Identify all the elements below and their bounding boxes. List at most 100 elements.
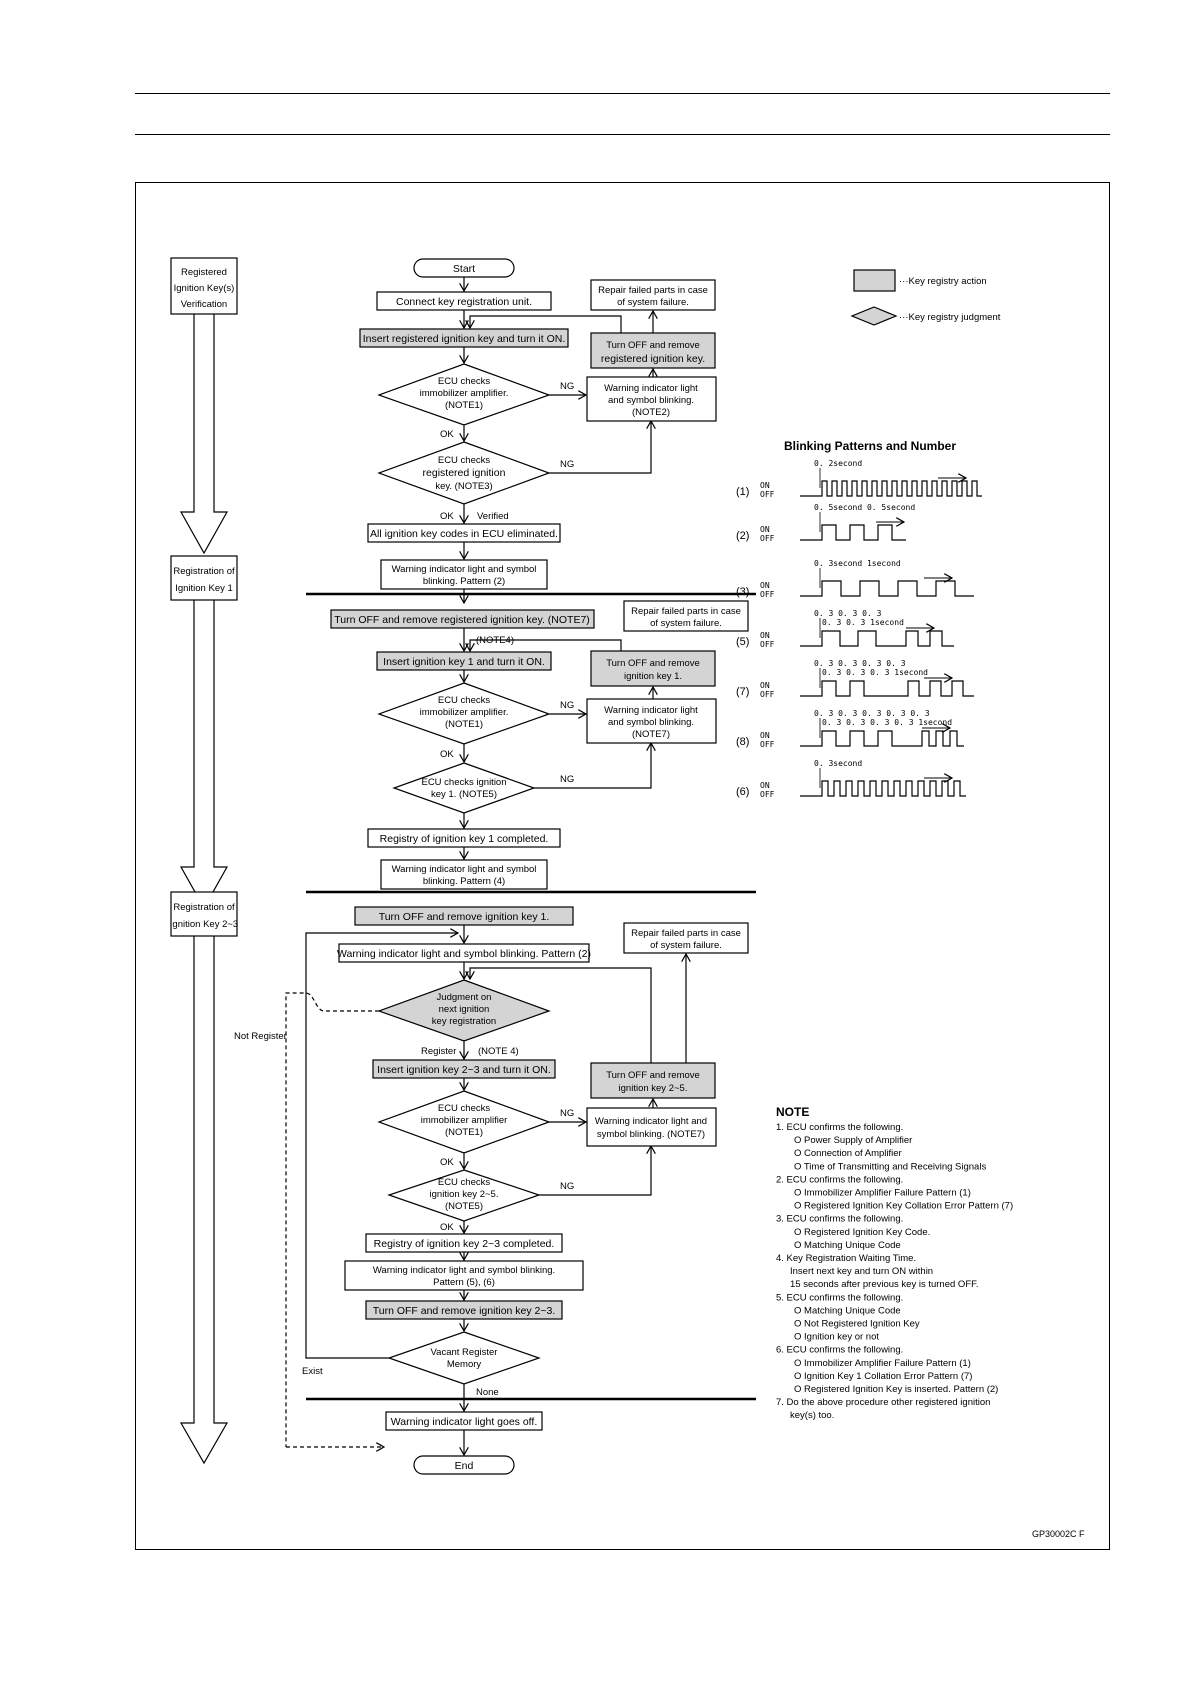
notes: NOTE 1. ECU confirms the following. O Pow… (776, 1105, 1013, 1421)
blink-timing-text: 0. 3 0. 3 0. 3 (814, 609, 882, 618)
s2-d2-line2: key 1. (NOTE5) (431, 789, 497, 800)
blink-timing-text: 0. 3 0. 3 0. 3 1second (822, 668, 928, 677)
phase-key1-line2: Ignition Key 1 (175, 583, 233, 594)
exist-label: Exist (302, 1366, 323, 1377)
warning-note7-box (586, 698, 717, 744)
repair-3-line2: of system failure. (650, 940, 722, 951)
not-register-label: Not Register (234, 1031, 287, 1042)
check-key1-decision (392, 762, 536, 814)
notes-title: NOTE (776, 1105, 809, 1119)
vacant-line1: Vacant Register (431, 1347, 498, 1358)
note-line: 3. ECU confirms the following. (776, 1214, 903, 1225)
turnoff-registered-key-box (590, 332, 716, 369)
s2-d1-line2: immobilizer amplifier. (420, 707, 509, 718)
blink-pattern56-line1: Warning indicator light and symbol blink… (373, 1265, 555, 1276)
note-line: 1. ECU confirms the following. (776, 1122, 903, 1133)
light-goes-off-label: Warning indicator light goes off. (391, 1416, 538, 1428)
note-line: 15 seconds after previous key is turned … (790, 1279, 979, 1290)
legend-judgment-label: ···Key registry judgment (899, 312, 1001, 323)
repair-2-line1: Repair failed parts in case (631, 606, 741, 617)
warning-note7-box-2 (586, 1107, 717, 1147)
start-label: Start (453, 263, 475, 275)
blink-pattern-label: (5) (736, 636, 749, 648)
blink-off-label: OFF (760, 490, 775, 499)
header-rule-bottom (135, 134, 1110, 135)
blink-timing-text: 0. 3 0. 3 0. 3 0. 3 1second (822, 718, 952, 727)
phase-box-key1 (170, 555, 238, 601)
blink-timing-text: 0. 3 0. 3 0. 3 0. 3 0. 3 (814, 709, 930, 718)
warn-note2-line1: Warning indicator light (604, 383, 698, 394)
note-line: 2. ECU confirms the following. (776, 1174, 903, 1185)
phase-verification-line2: Ignition Key(s) (174, 283, 235, 294)
warn-note2-line3: (NOTE2) (632, 407, 670, 418)
blink-pattern-label: (7) (736, 686, 749, 698)
section-key1: Turn OFF and remove registered ignition … (330, 600, 749, 890)
end-terminal (413, 1455, 515, 1475)
note-line: O Matching Unique Code (794, 1240, 901, 1251)
s3-d1-line1: ECU checks (438, 1103, 491, 1114)
header-rule-top (135, 93, 1110, 94)
note-line: O Ignition Key 1 Collation Error Pattern… (794, 1371, 972, 1382)
ok-label-3: OK (440, 749, 454, 760)
legend-judgment-swatch (850, 306, 898, 326)
repair-3-line1: Repair failed parts in case (631, 928, 741, 939)
s2-d1-line3: (NOTE1) (445, 719, 483, 730)
blink-off-label: OFF (760, 690, 775, 699)
blink-pattern4-box (380, 859, 548, 890)
warn-note7-line1: Warning indicator light (604, 705, 698, 716)
blink-waveform (800, 580, 974, 597)
insert-registered-key-label: Insert registered ignition key and turn … (363, 333, 566, 345)
ng-label-3: NG (560, 700, 574, 711)
turnoff-key1-box (590, 650, 716, 687)
blink-on-label: ON (760, 525, 770, 534)
s3-d2-line2: ignition key 2~5. (430, 1189, 499, 1200)
ng-label-1: NG (560, 381, 574, 392)
phase-key1-line1: Registration of (173, 566, 235, 577)
note-line: O Time of Transmitting and Receiving Sig… (794, 1161, 986, 1172)
judge-line3: key registration (432, 1016, 496, 1027)
note-line: 5. ECU confirms the following. (776, 1292, 903, 1303)
insert-key23-label: Insert ignition key 2~3 and turn it ON. (377, 1064, 551, 1076)
d2-line3: key. (NOTE3) (435, 481, 492, 492)
key23-completed-label: Registry of ignition key 2~3 completed. (374, 1238, 555, 1250)
turnoff-key1-line2: ignition key 1. (624, 671, 682, 682)
turnoff-key23-label: Turn OFF and remove ignition key 2~3. (373, 1305, 556, 1317)
note4-label-2: (NOTE 4) (478, 1046, 519, 1057)
note-line: O Not Registered Ignition Key (794, 1319, 920, 1330)
turnoff-key25-line2: ignition key 2~5. (619, 1083, 688, 1094)
note-line: O Immobilizer Amplifier Failure Pattern … (794, 1358, 971, 1369)
note-line: Insert next key and turn ON within (790, 1266, 933, 1277)
d2-line2: registered ignition (423, 467, 506, 479)
ok-label-2: OK (440, 511, 454, 522)
blink-on-label: ON (760, 631, 770, 640)
blink-on-label: ON (760, 681, 770, 690)
phase-arrow-3 (179, 936, 229, 1465)
blink-title: Blinking Patterns and Number (784, 439, 956, 453)
blink-waveform (800, 780, 966, 797)
note-line: O Connection of Amplifier (794, 1148, 902, 1159)
blink-off-label: OFF (760, 740, 775, 749)
phase-box-verification (170, 257, 238, 315)
turnoff-key1-top-label: Turn OFF and remove ignition key 1. (379, 911, 550, 923)
phase-key23-line1: Registration of (173, 902, 235, 913)
legend-action-swatch (853, 269, 896, 292)
blink-off-label: OFF (760, 534, 775, 543)
repair-1-line2: of system failure. (617, 297, 689, 308)
repair-2-line2: of system failure. (650, 618, 722, 629)
turnoff-key1-line1: Turn OFF and remove (606, 658, 700, 669)
vacant-line2: Memory (447, 1359, 482, 1370)
blink-pattern56-line2: Pattern (5), (6) (433, 1277, 495, 1288)
ng-label-2: NG (560, 459, 574, 470)
ng-label-4: NG (560, 774, 574, 785)
phase-verification-line1: Registered (181, 267, 227, 278)
turnoff-key25-line1: Turn OFF and remove (606, 1070, 700, 1081)
ok-label-1: OK (440, 429, 454, 440)
figure-code: GP30002C F (1032, 1529, 1085, 1539)
note-line: O Power Supply of Amplifier (794, 1135, 912, 1146)
turnoff-registered-note7-box (330, 609, 595, 629)
note-line: O Ignition key or not (794, 1332, 879, 1343)
blink-pattern2-line2: blinking. Pattern (2) (423, 576, 505, 587)
blinking-patterns: Blinking Patterns and Number (1)ONOFF0. … (736, 439, 982, 799)
d1-line2: immobilizer amplifier. (420, 388, 509, 399)
ok-label-5: OK (440, 1157, 454, 1168)
